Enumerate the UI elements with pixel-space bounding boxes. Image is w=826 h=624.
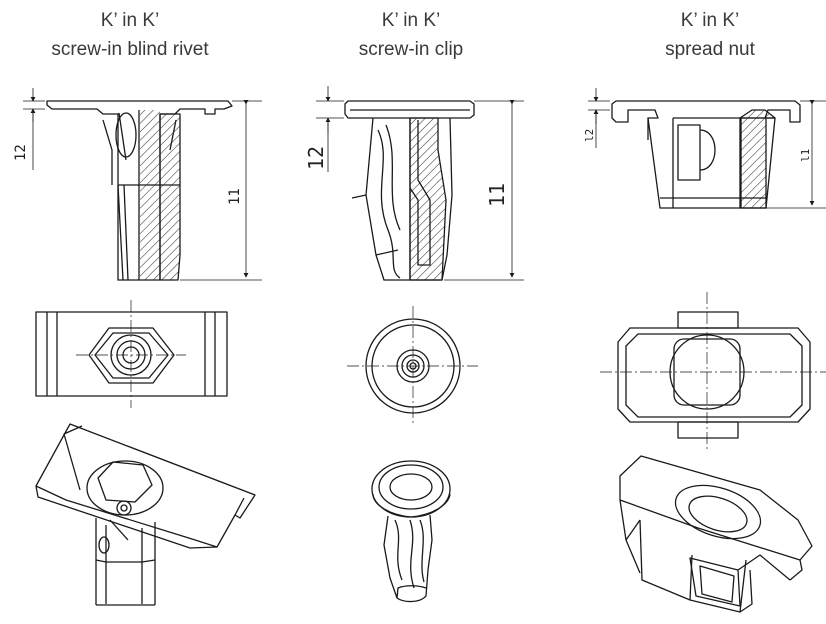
dimension-height-label: 11 — [227, 188, 243, 205]
spread-nut-side-section — [611, 100, 801, 209]
column-title: K’ in K’ — [100, 10, 160, 31]
column-subtitle: screw-in clip — [358, 39, 464, 60]
spread-nut-isometric-view — [619, 455, 813, 613]
column-subtitle: spread nut — [665, 39, 755, 60]
blind-rivet-top-view — [35, 300, 228, 408]
dimension-height-label: l1 — [799, 149, 812, 162]
spread-nut-dimensions — [588, 88, 826, 209]
blind-rivet-dimensions — [23, 88, 262, 281]
caption-spread-nut: K’ in K’ spread nut — [580, 6, 826, 64]
dimension-thickness-label: 12 — [13, 144, 29, 161]
column-title: K’ in K’ — [381, 10, 441, 31]
screw-in-clip-dimensions — [316, 86, 524, 281]
blind-rivet-side-section — [46, 100, 233, 281]
column-title: K’ in K’ — [680, 10, 740, 31]
caption-screw-in-blind-rivet: K’ in K’ screw-in blind rivet — [0, 6, 260, 64]
blind-rivet-isometric-view — [35, 423, 256, 606]
caption-screw-in-clip: K’ in K’ screw-in clip — [281, 6, 541, 64]
screw-in-clip-side-section — [344, 100, 475, 281]
dimension-height-label: 11 — [485, 183, 509, 207]
dimension-thickness-label: l2 — [583, 129, 596, 142]
column-subtitle: screw-in blind rivet — [51, 39, 209, 60]
screw-in-clip-top-view — [347, 306, 478, 425]
screw-in-clip-isometric-view — [371, 460, 451, 603]
dimension-thickness-label: 12 — [304, 146, 328, 170]
spread-nut-top-view — [600, 292, 826, 452]
